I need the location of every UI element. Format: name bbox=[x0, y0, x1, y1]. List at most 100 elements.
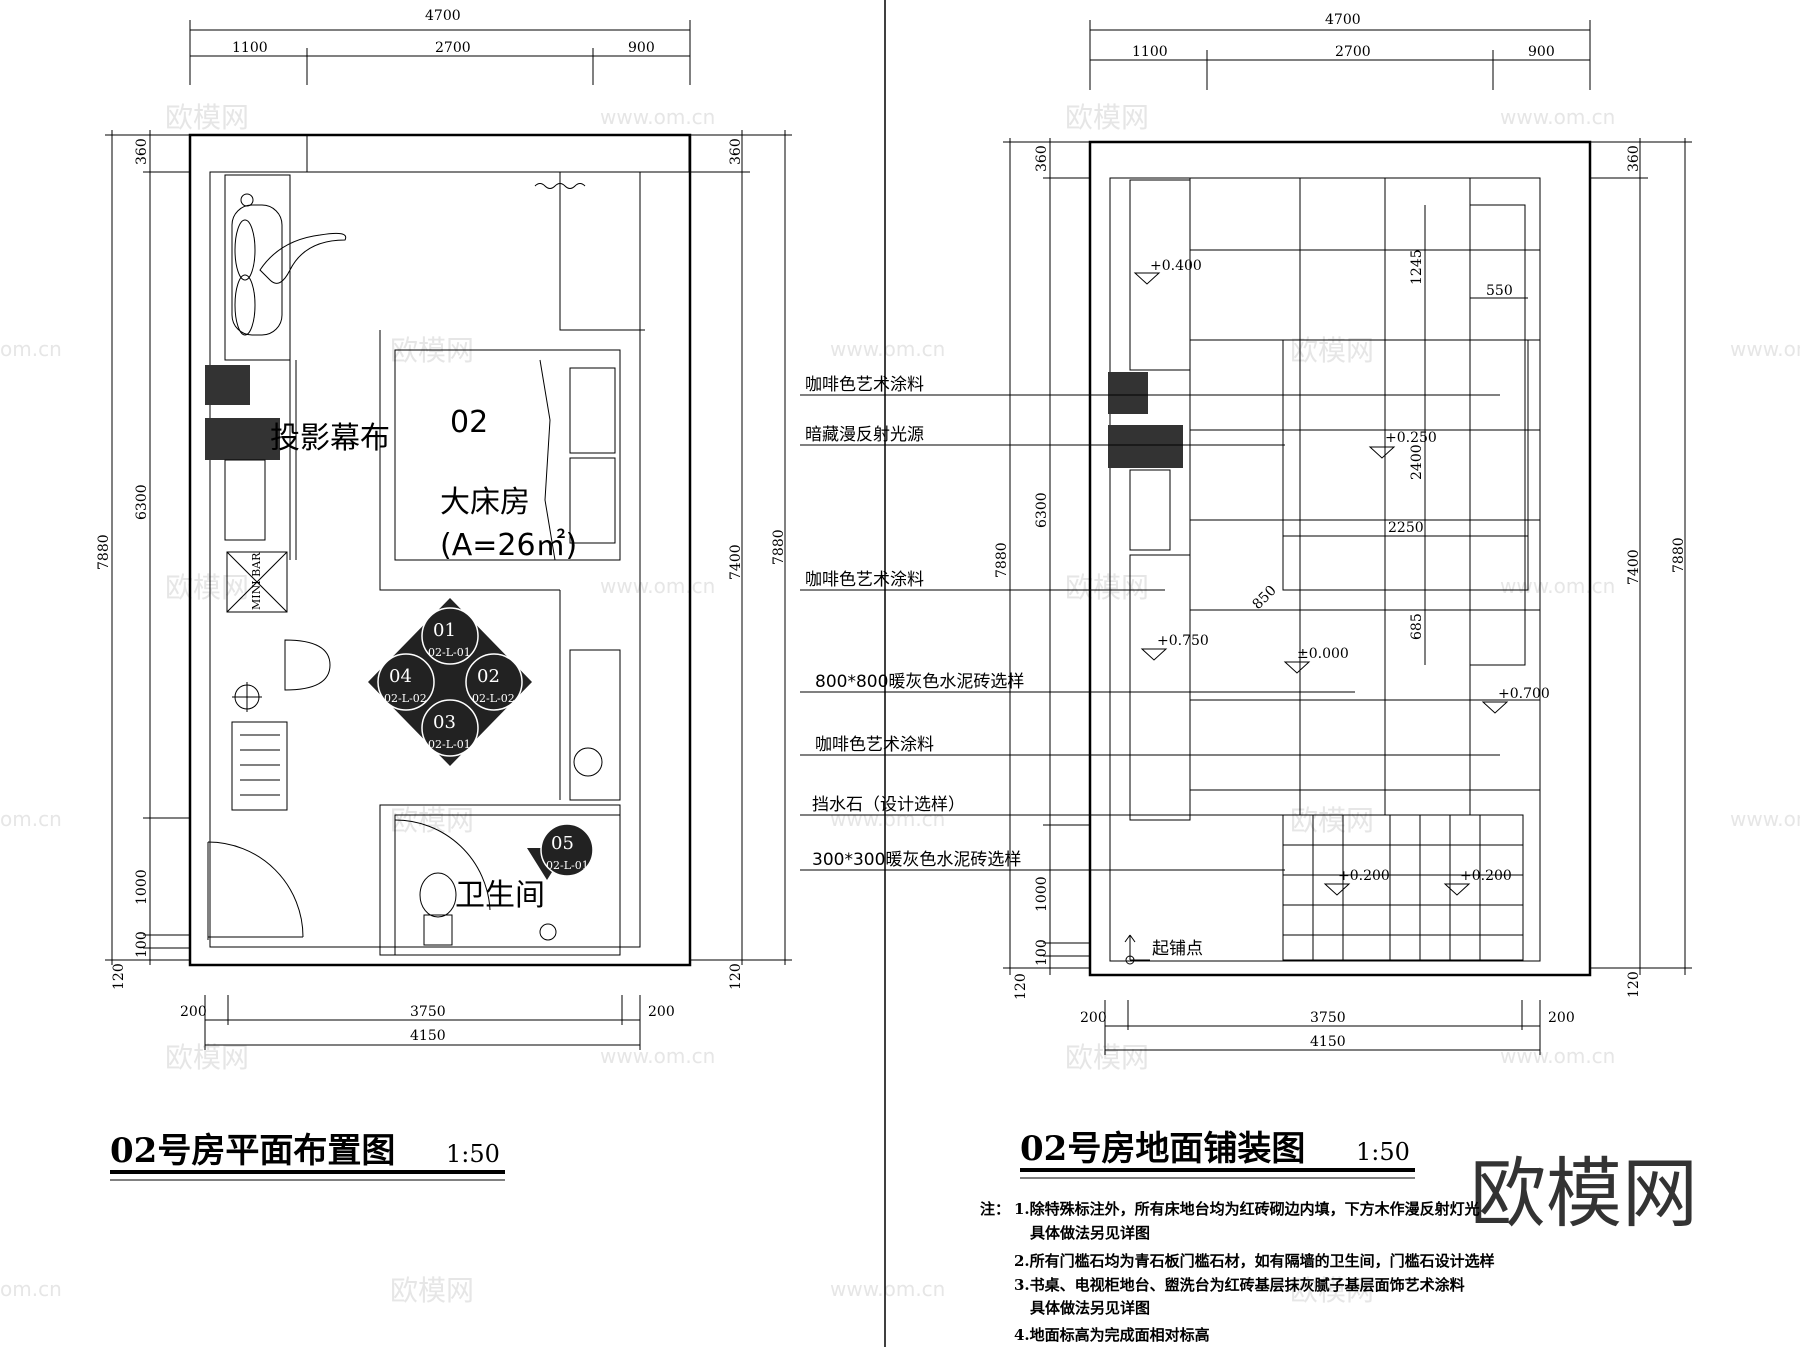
room-number: 02 bbox=[450, 405, 488, 440]
view-marker-ref: 02-L-02 bbox=[472, 692, 515, 705]
watermark-url: om.cn bbox=[0, 337, 62, 361]
platforms bbox=[1129, 179, 1529, 821]
callout-label: 咖啡色艺术涂料 bbox=[805, 375, 924, 395]
watermark-logo: 欧模网 bbox=[1065, 101, 1149, 134]
view-marker-num: 04 bbox=[389, 666, 412, 687]
watermark-url: om.cn bbox=[0, 807, 62, 831]
watermark-logo: 欧模网 bbox=[1290, 1274, 1374, 1307]
callout-label: 300*300暖灰色水泥砖选样 bbox=[812, 850, 1021, 870]
watermark-logo: 欧模网 bbox=[390, 1274, 474, 1307]
view-marker-05: 05 02-L-01 bbox=[527, 823, 594, 880]
callout-label: 800*800暖灰色水泥砖选样 bbox=[815, 672, 1024, 692]
dim-top-seg: 1100 bbox=[1132, 44, 1168, 60]
level-mark: +0.250 bbox=[1385, 430, 1437, 446]
notes-prefix: 注： bbox=[980, 1200, 1010, 1218]
left-bottom-dimensions: 200 3750 200 4150 bbox=[180, 995, 675, 1050]
notes-block: 注： 1.除特殊标注外，所有床地台均为红砖砌边内填，下方木作漫反射灯光 具体做法… bbox=[980, 1200, 1495, 1344]
dim-bottom-seg: 200 bbox=[648, 1004, 675, 1020]
level-mark: ±0.000 bbox=[1297, 646, 1349, 662]
brand-logo: 欧模网 bbox=[1470, 1149, 1698, 1238]
note-line: 2.所有门槛石均为青石板门槛石材，如有隔墙的卫生间，门槛石设计选样 bbox=[1014, 1252, 1495, 1270]
dim-left-seg: 120 bbox=[111, 963, 127, 990]
level-mark: +0.200 bbox=[1338, 868, 1390, 884]
watermark-url: www.om.cn bbox=[1500, 105, 1615, 129]
desk-fixtures bbox=[231, 639, 331, 811]
bathroom-tiles bbox=[1282, 814, 1524, 961]
note-line: 4.地面标高为完成面相对标高 bbox=[1014, 1326, 1210, 1344]
watermark-logo: 欧模网 bbox=[165, 1041, 249, 1074]
dim-right-seg: 120 bbox=[728, 963, 744, 990]
watermark-url: www.om.cn bbox=[830, 807, 945, 831]
right-plan-title: 02号房地面铺装图 bbox=[1020, 1129, 1305, 1169]
view-marker-ref: 02-L-01 bbox=[428, 646, 471, 659]
tile-grid bbox=[1189, 178, 1540, 815]
view-marker-num: 02 bbox=[477, 666, 500, 687]
bathroom-fixtures bbox=[394, 183, 621, 946]
left-side-dimensions: 360 6300 1000 100 120 7880 bbox=[96, 130, 190, 990]
dim-left-seg: 100 bbox=[1034, 939, 1050, 966]
dim-right-seg: 7400 bbox=[1626, 549, 1642, 585]
watermark-url: om.cn bbox=[0, 1277, 62, 1301]
bathroom-label: 卫生间 bbox=[455, 878, 545, 913]
view-marker-ref: 02-L-02 bbox=[384, 692, 427, 705]
dark-panel bbox=[1108, 425, 1183, 468]
dim-bottom-seg: 200 bbox=[180, 1004, 207, 1020]
dim-right-total: 7880 bbox=[1671, 537, 1687, 573]
bathtub bbox=[224, 174, 347, 361]
dim-top-total: 4700 bbox=[1325, 12, 1361, 28]
watermark-logo: 欧模网 bbox=[1065, 571, 1149, 604]
note-line: 1.除特殊标注外，所有床地台均为红砖砌边内填，下方木作漫反射灯光 bbox=[1014, 1200, 1480, 1218]
inner-dim: 1245 bbox=[1409, 249, 1425, 285]
left-plan-title: 02号房平面布置图 bbox=[110, 1131, 395, 1171]
right-side-dimensions: 360 7400 120 7880 bbox=[1590, 138, 1692, 998]
inner-dim: 550 bbox=[1486, 283, 1513, 299]
watermark-url: www.om.cn bbox=[600, 574, 715, 598]
view-marker-ref: 02-L-01 bbox=[428, 738, 471, 751]
left-plan-scale: 1:50 bbox=[446, 1140, 500, 1168]
watermark-logo: 欧模网 bbox=[165, 571, 249, 604]
callouts: 咖啡色艺术涂料 暗藏漫反射光源 咖啡色艺术涂料 800*800暖灰色水泥砖选样 … bbox=[800, 375, 1500, 871]
dim-top-total: 4700 bbox=[425, 8, 461, 24]
room-walls bbox=[188, 133, 692, 967]
dim-left-seg: 360 bbox=[134, 138, 150, 165]
dim-bottom-seg: 200 bbox=[1080, 1010, 1107, 1026]
note-line: 具体做法另见详图 bbox=[1030, 1224, 1150, 1242]
dim-right-seg: 360 bbox=[1626, 145, 1642, 172]
left-top-dimensions: 4700 1100 2700 900 bbox=[189, 8, 691, 85]
dim-left-seg: 6300 bbox=[1034, 492, 1050, 528]
dim-top-seg: 2700 bbox=[1335, 44, 1371, 60]
inner-dim: 2400 bbox=[1409, 444, 1425, 480]
watermark-logo: 欧模网 bbox=[1065, 1041, 1149, 1074]
dim-left-seg: 100 bbox=[134, 931, 150, 958]
dim-left-seg: 1000 bbox=[1034, 876, 1050, 912]
watermark-url: www.om.cn bbox=[1500, 574, 1615, 598]
dim-bottom-total: 4150 bbox=[410, 1028, 446, 1044]
dark-panel bbox=[205, 365, 250, 405]
right-side-dimensions: 360 7400 120 7880 bbox=[690, 130, 792, 990]
view-marker-num: 05 bbox=[551, 833, 574, 854]
start-point-marker: 起铺点 bbox=[1124, 934, 1203, 965]
dim-top-seg: 900 bbox=[1528, 44, 1555, 60]
view-marker-num: 03 bbox=[433, 712, 456, 733]
right-bottom-dimensions: 200 3750 200 4150 bbox=[1080, 1000, 1575, 1055]
dim-right-seg: 360 bbox=[728, 138, 744, 165]
dark-panel bbox=[205, 418, 280, 460]
dim-top-seg: 900 bbox=[628, 40, 655, 56]
room-name: 大床房 bbox=[440, 485, 530, 520]
dim-bottom-total: 4150 bbox=[1310, 1034, 1346, 1050]
right-top-dimensions: 4700 1100 2700 900 bbox=[1089, 12, 1591, 90]
entry-door bbox=[207, 841, 304, 940]
right-floor-plan: 4700 1100 2700 900 360 6300 1000 100 120… bbox=[800, 12, 1698, 1238]
watermark-logo: 欧模网 bbox=[1290, 334, 1374, 367]
left-side-dimensions: 360 6300 1000 100 120 7880 bbox=[994, 138, 1090, 1000]
watermark-url: www.om.cn bbox=[830, 1277, 945, 1301]
dim-right-total: 7880 bbox=[771, 529, 787, 565]
watermark-url: www.om.cn bbox=[830, 337, 945, 361]
level-mark: +0.750 bbox=[1157, 633, 1209, 649]
minibar-label: MINI BAR bbox=[250, 552, 263, 610]
inner-dim: 685 bbox=[1409, 613, 1425, 640]
dim-left-total: 7880 bbox=[96, 534, 112, 570]
level-mark: +0.700 bbox=[1498, 686, 1550, 702]
view-marker-group: 01 02-L-01 02 02-L-02 03 02-L-01 04 02-L… bbox=[368, 598, 532, 766]
